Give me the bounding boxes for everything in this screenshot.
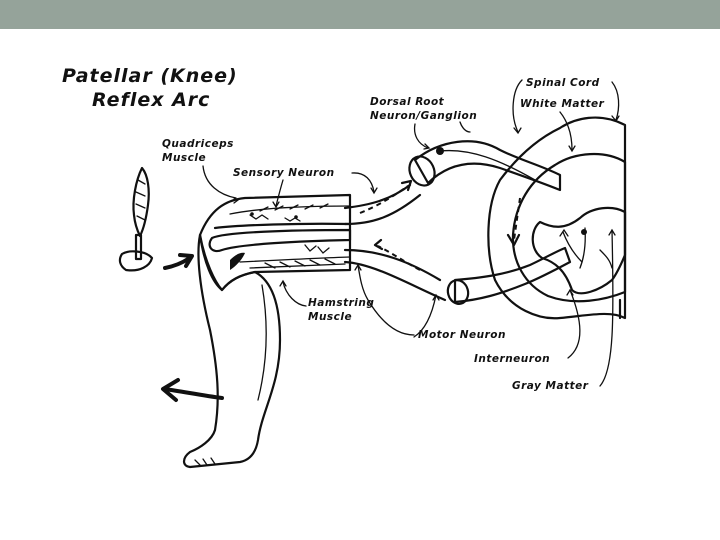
ventral-root-nerve	[446, 246, 572, 305]
reflex-arc-diagram: Patellar (Knee) Reflex Arc	[62, 65, 627, 469]
label-motor-neuron: Motor Neuron	[418, 329, 506, 341]
spinal-cord	[487, 116, 627, 320]
label-quadriceps-2: Muscle	[162, 152, 206, 164]
label-hamstring-1: Hamstring	[308, 297, 374, 309]
label-white-matter: White Matter	[520, 98, 605, 110]
label-spinal-cord: Spinal Cord	[526, 77, 600, 89]
label-quadriceps-1: Quadriceps	[162, 138, 234, 150]
toes	[194, 457, 216, 466]
peripheral-nerve	[343, 183, 447, 302]
white-matter	[511, 152, 627, 303]
reflex-hammer-icon	[118, 166, 154, 272]
patella	[230, 252, 245, 270]
label-interneuron: Interneuron	[474, 353, 550, 365]
label-hamstring-2: Muscle	[308, 311, 352, 323]
lower-leg	[182, 233, 282, 469]
shin-line	[257, 284, 267, 401]
gray-matter	[531, 206, 627, 295]
thigh	[198, 193, 352, 292]
leader-lines	[202, 79, 620, 387]
label-dorsal-root-2: Neuron/Ganglion	[370, 110, 477, 122]
femur	[208, 228, 352, 253]
title-line-1: Patellar (Knee)	[62, 65, 238, 87]
dorsal-root-nerve	[408, 140, 562, 192]
title-line-2: Reflex Arc	[92, 89, 210, 111]
kick-arrow-icon	[161, 378, 224, 402]
sensory-signal-arrow	[359, 185, 409, 214]
label-dorsal-root-1: Dorsal Root	[370, 96, 445, 108]
label-sensory-neuron: Sensory Neuron	[233, 167, 335, 179]
cord-signal-arrow	[513, 197, 521, 241]
tap-arrow-icon	[163, 253, 194, 270]
label-gray-matter: Gray Matter	[512, 380, 589, 392]
motor-signal-arrow	[377, 245, 421, 271]
slide-top-bar	[0, 0, 720, 29]
dorsal-root-ganglion	[408, 155, 436, 187]
